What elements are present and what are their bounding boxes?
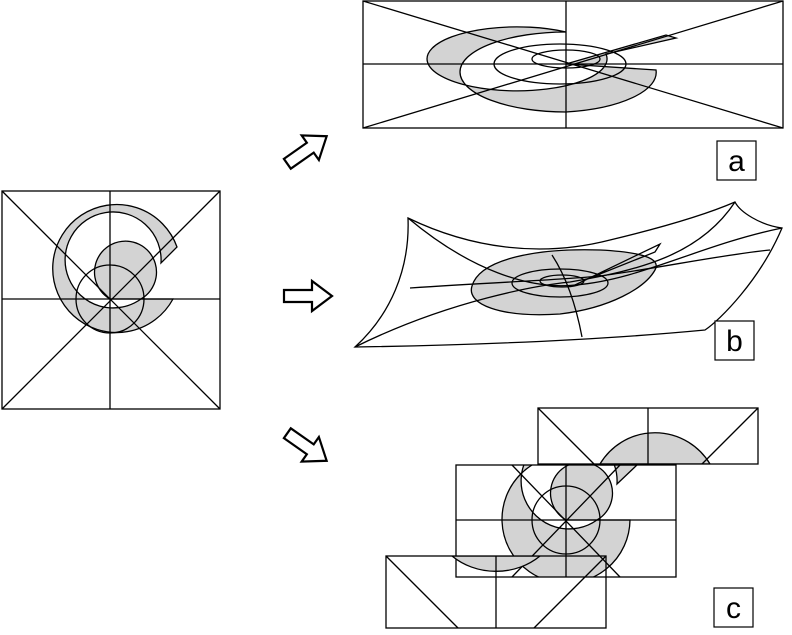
panel-b-grid-line-3 (409, 249, 771, 289)
source-inner-circle (75, 264, 145, 334)
label-c-box (713, 587, 754, 628)
panel-b-spiral-arm (574, 242, 662, 286)
label-a-box (716, 140, 757, 181)
panel-a-ellipse-outer (493, 43, 627, 85)
panel-a-stretched (362, 0, 784, 129)
label-b-box (714, 320, 755, 361)
source-square (1, 190, 221, 410)
panel-c-bottom-rect (385, 555, 607, 629)
panel-b-grid-line-2 (354, 201, 736, 348)
panel-c-stacked (385, 407, 759, 629)
source-frame (1, 190, 221, 410)
panel-c-top-rect (537, 407, 759, 465)
panel-b-ellipse-outer (511, 268, 609, 298)
label-a: a (728, 145, 745, 178)
label-b: b (726, 325, 743, 358)
arrow-to-a-icon (282, 134, 329, 171)
label-c: c (726, 592, 741, 625)
panel-b-ellipse-inner (539, 274, 585, 288)
source-diagonal-2 (1, 190, 221, 410)
panel-a-ellipse-inner (531, 49, 601, 69)
panel-b-grid-line-4 (551, 254, 583, 338)
panel-b-curved (353, 201, 783, 348)
panel-c-middle-rect (455, 464, 677, 578)
arrow-to-c-icon (282, 426, 329, 463)
panel-c-top-shape (599, 432, 711, 464)
arrow-to-b-icon (282, 278, 334, 314)
panel-a-spiral-shape (426, 26, 679, 113)
panel-c-middle-shape (501, 465, 638, 577)
source-spiral-shape (52, 203, 178, 334)
